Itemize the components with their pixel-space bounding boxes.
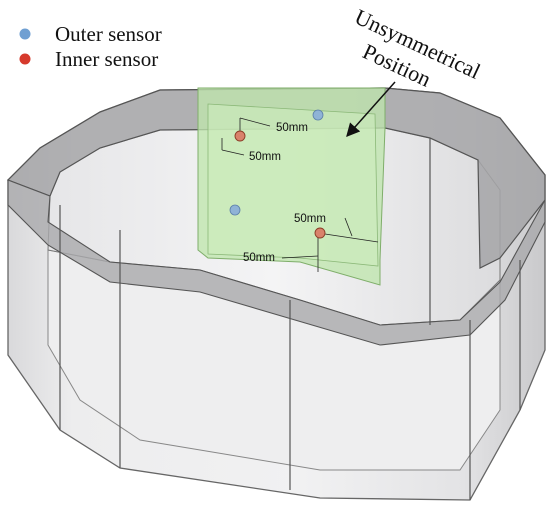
dimension-leader: [281, 255, 319, 259]
sensor-panel-inner: [207, 103, 379, 267]
dimension-label: 50mm: [294, 213, 326, 225]
legend-outer-label: Outer sensor: [55, 22, 162, 46]
dimension-label: 50mm: [276, 122, 308, 134]
outer-sensor-legend-icon: [19, 28, 31, 40]
inner-sensor-legend-icon: [19, 53, 31, 65]
dimension-label: 50mm: [249, 151, 281, 163]
outer-sensor-marker: [312, 109, 324, 121]
dimension-leader: [239, 117, 271, 127]
inner-sensor-marker: [314, 227, 326, 239]
dimension-label: 50mm: [243, 252, 275, 264]
dimension-leader: [344, 217, 353, 237]
legend-inner-label: Inner sensor: [55, 47, 158, 71]
callout-arrow: [346, 81, 396, 138]
top-rim: [6, 87, 546, 269]
legend: Outer sensor Inner sensor: [19, 22, 162, 71]
rim-front: [7, 179, 546, 346]
inner-sensor-marker: [234, 130, 246, 142]
dimension-leader: [324, 233, 379, 243]
outer-sensor-marker: [229, 204, 241, 216]
dimension-leader: [221, 149, 245, 156]
